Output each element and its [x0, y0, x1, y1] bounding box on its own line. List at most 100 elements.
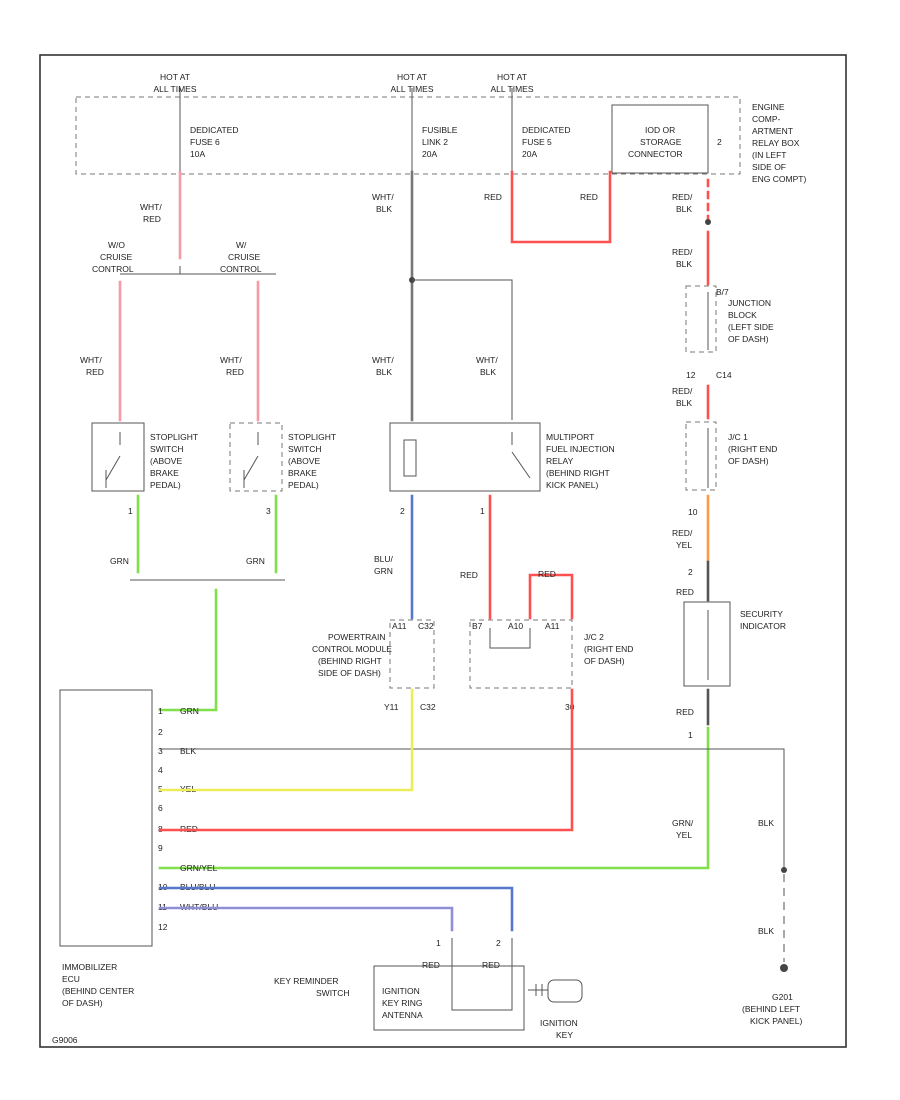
pcm-label-b: CONTROL MODULE — [312, 644, 392, 654]
wire-label-gnd-2: BLK — [758, 926, 774, 936]
ecu-label-a: IMMOBILIZER — [62, 962, 117, 972]
wire-label-mid-a: WHT/ — [220, 355, 242, 365]
pcm-label-a: POWERTRAIN — [328, 632, 385, 642]
jc2-pin-a: B7 — [472, 621, 483, 631]
wire-label-relaybox-a: RED/ — [672, 192, 693, 202]
wire-label-gnd-1: BLK — [758, 818, 774, 828]
wire-label-mid-b: RED — [226, 367, 244, 377]
wire-grn-yel — [158, 726, 710, 870]
wire-label-jc1-out-b: YEL — [676, 540, 692, 550]
wire-label-jc1-out-a: RED/ — [672, 528, 693, 538]
wire-label-jb-in-b: BLK — [676, 259, 692, 269]
connector-label-a: IOD OR — [645, 125, 675, 135]
ecu-pin-6: 6 — [158, 803, 163, 813]
pcm-label-c: (BEHIND RIGHT — [318, 656, 382, 666]
connector-label-c: CONNECTOR — [628, 149, 683, 159]
fuse-1-label-c: 10A — [190, 149, 205, 159]
ground-label-b: (BEHIND LEFT — [742, 1004, 800, 1014]
ignition-key-icon — [528, 979, 583, 1003]
sw1-pin: 1 — [128, 506, 133, 516]
ecu-label-b: ECU — [62, 974, 80, 984]
jb-label-c: (LEFT SIDE — [728, 322, 774, 332]
sw1-label-e: PEDAL) — [150, 480, 181, 490]
cruise-wo-c: CONTROL — [92, 264, 134, 274]
key-pin-1: 1 — [436, 938, 441, 948]
wire-label-key-red-2: RED — [482, 960, 500, 970]
switch-1-contact — [105, 432, 121, 488]
wire-relay-right-feed — [412, 279, 513, 420]
sec-label-a: SECURITY — [740, 609, 783, 619]
sw1-label-c: (ABOVE — [150, 456, 182, 466]
key-reminder-switch — [373, 965, 525, 1031]
sw1-label-a: STOPLIGHT — [150, 432, 198, 442]
wire-label-red-relay: RED — [460, 570, 478, 580]
ecu-pin-12: 12 — [158, 922, 168, 932]
storage-connector-box — [611, 104, 709, 174]
pcm-bot-pin-b: C32 — [420, 702, 436, 712]
fuse-3-label-a: DEDICATED — [522, 125, 571, 135]
wire-label-grn-right: GRN — [246, 556, 265, 566]
wire-grn-to-ecu — [158, 588, 218, 712]
wire-wht-blu — [158, 906, 454, 932]
wire-fuse3-red — [510, 170, 612, 244]
wire-label-grn-yel-b: YEL — [676, 830, 692, 840]
relay-label-d: (BEHIND RIGHT — [546, 468, 610, 478]
sec-label-b: INDICATOR — [740, 621, 786, 631]
jb-label-a: JUNCTION — [728, 298, 771, 308]
jc2-label-c: OF DASH) — [584, 656, 625, 666]
junction-connector-2 — [469, 619, 573, 689]
relay-contact — [511, 432, 531, 479]
sw1-label-b: SWITCH — [150, 444, 184, 454]
wire-blu — [158, 886, 514, 932]
fuse-3-label-b: FUSE 5 — [522, 137, 552, 147]
ecu-wire-grn-yel: GRN/YEL — [180, 863, 218, 873]
key-switch-label-b: SWITCH — [316, 988, 350, 998]
sw2-label-d: BRAKE — [288, 468, 317, 478]
jb-pin-bot2: C14 — [716, 370, 732, 380]
pcm-label-d: SIDE OF DASH) — [318, 668, 381, 678]
wire-label-jb-out-a: RED/ — [672, 386, 693, 396]
key-pin-2: 2 — [496, 938, 501, 948]
ecu-wire-grn: GRN — [180, 706, 199, 716]
wire-yel — [158, 688, 414, 792]
wire-label-fuse3: RED — [484, 192, 502, 202]
ground-label-c: KICK PANEL) — [750, 1016, 802, 1026]
jc1-pin: 10 — [688, 507, 698, 517]
wire-label-grn-yel-a: GRN/ — [672, 818, 694, 828]
relaybox-label-5: (IN LEFT — [752, 150, 786, 160]
relay-label-c: RELAY — [546, 456, 574, 466]
wire-label-sec-in: RED — [676, 587, 694, 597]
relay-coil — [403, 439, 417, 477]
jc2-pin-c: A11 — [545, 621, 560, 631]
jc1-label-b: (RIGHT END — [728, 444, 777, 454]
relay-pin-left: 2 — [400, 506, 405, 516]
splice-ground — [781, 867, 787, 873]
wire-label-relay-left-b: BLK — [376, 367, 392, 377]
wire-label-red-jc2: RED — [538, 569, 556, 579]
wire-label-jb-out-b: BLK — [676, 398, 692, 408]
powertrain-control-module — [389, 619, 435, 689]
wire-label-fuse1-a: WHT/ — [140, 202, 162, 212]
wire-red-jc2-loop — [528, 573, 574, 620]
wire-label-fuse2-b: BLK — [376, 204, 392, 214]
relaybox-label-1: ENGINE — [752, 102, 785, 112]
jb-pin-top: B/7 — [716, 287, 729, 297]
ecu-pin-4: 4 — [158, 765, 163, 775]
sw2-label-a: STOPLIGHT — [288, 432, 336, 442]
security-indicator — [683, 601, 731, 687]
relay-pin-right: 1 — [480, 506, 485, 516]
stoplight-switch-2 — [229, 422, 283, 492]
wire-label-connector: RED — [580, 192, 598, 202]
sw2-pin: 3 — [266, 506, 271, 516]
sw2-label-e: PEDAL) — [288, 480, 319, 490]
wire-label-fuse1-b: RED — [143, 214, 161, 224]
ecu-label-c: (BEHIND CENTER — [62, 986, 134, 996]
junction-connector-1 — [685, 421, 717, 491]
antenna-loop — [451, 938, 513, 1011]
wire-red-jc2 — [158, 688, 574, 832]
ecu-pin-9: 9 — [158, 843, 163, 853]
fuse-2-label-c: 20A — [422, 149, 437, 159]
jc2-pin-b: A10 — [508, 621, 523, 631]
